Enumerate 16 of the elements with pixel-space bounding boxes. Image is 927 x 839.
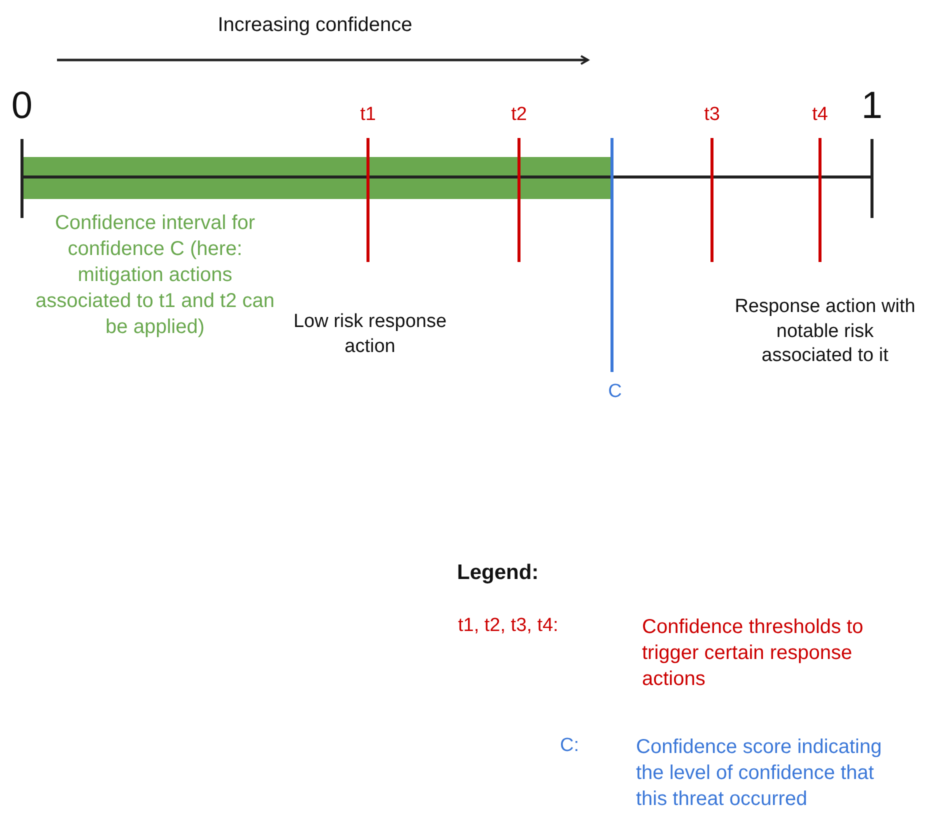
legend-key: t1, t2, t3, t4: xyxy=(458,614,608,639)
threshold-label: t4 xyxy=(811,103,829,127)
legend-description: Confidence score indicating the level of confidence that this threat occurred xyxy=(636,735,883,812)
marker-label: C xyxy=(607,380,623,404)
threshold-label: t2 xyxy=(510,103,528,127)
legend-description: Confidence thresholds to trigger certain response actions xyxy=(642,615,864,692)
annotation-text: Low risk response action xyxy=(292,310,448,359)
threshold-label: t1 xyxy=(359,103,377,127)
threshold-label: t3 xyxy=(703,103,721,127)
legend-key: C: xyxy=(560,734,600,759)
interval-annotation: Confidence interval for confidence C (here: mitigation actions associated to t1 and t2 can be applied) xyxy=(34,211,276,340)
legend-title: Legend: xyxy=(457,560,540,586)
scale-value: 1 xyxy=(860,84,884,129)
annotation-text: Response action with notable risk associated to it xyxy=(734,295,916,368)
scale-value: 0 xyxy=(10,84,34,129)
axis-caption: Increasing confidence xyxy=(216,13,414,38)
